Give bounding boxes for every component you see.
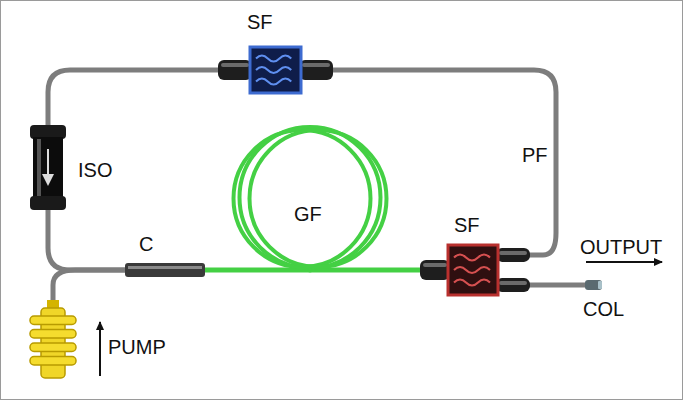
fiber-line [48, 70, 218, 125]
component-label: C [139, 233, 153, 255]
fiber-connector [48, 210, 125, 270]
component-label: COL [583, 298, 624, 320]
component-symbol [28, 300, 78, 378]
output-label: OUTPUT [580, 236, 662, 258]
component-symbol [585, 280, 602, 290]
fiber-connector [205, 270, 310, 271]
fiber-connector [530, 285, 585, 286]
component-symbol [420, 243, 530, 297]
component-symbol [30, 125, 66, 210]
component-node: C [125, 263, 205, 277]
component-label: ISO [78, 159, 112, 181]
component-symbol [230, 125, 390, 270]
component-node: GF [230, 125, 390, 270]
component-node: PUMP [28, 300, 78, 378]
fiber-line [530, 283, 585, 288]
output-direction-arrow [586, 261, 662, 263]
component-label: SF [247, 11, 273, 33]
pump-direction-arrow [99, 322, 101, 376]
component-node: ISO [30, 125, 66, 210]
fiber-connector [48, 70, 218, 125]
fiber-label: PF [520, 144, 550, 166]
component-node: SF [420, 243, 530, 297]
component-node: SF [218, 45, 333, 95]
fiber-connector [310, 270, 420, 271]
fiber-line [333, 70, 556, 255]
fiber-connector [333, 70, 556, 255]
component-label: SF [454, 214, 480, 236]
component-label: GF [294, 203, 322, 225]
fiber-line [53, 270, 125, 300]
component-symbol [218, 45, 333, 95]
component-node: COL [585, 280, 602, 290]
fiber-connector [53, 270, 125, 300]
component-label: PUMP [108, 336, 166, 358]
component-symbol [125, 263, 205, 277]
fiber-line [48, 210, 125, 270]
